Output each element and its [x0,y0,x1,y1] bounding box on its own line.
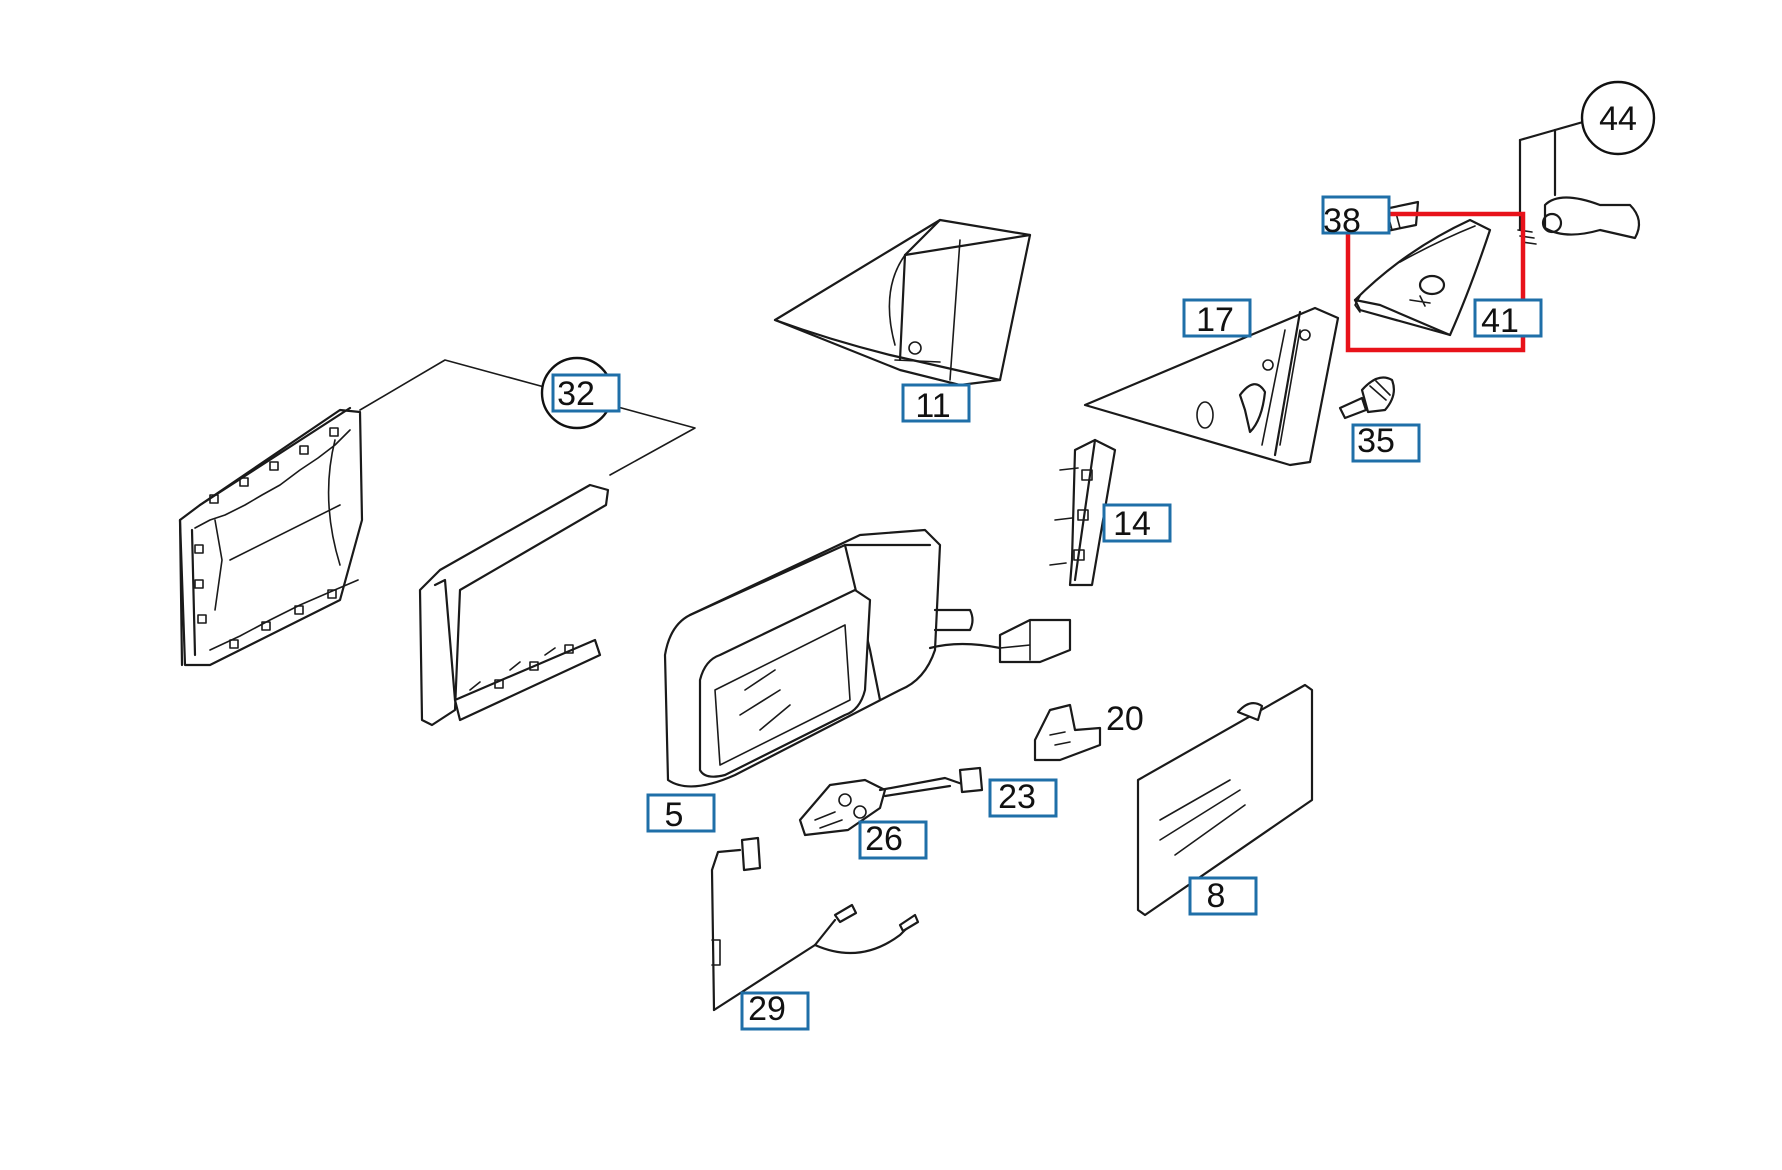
callout-17-text: 17 [1196,301,1234,339]
callout-29[interactable]: 29 [740,990,810,1031]
callout-41-text: 41 [1481,302,1519,340]
callout-8-text: 8 [1207,877,1226,915]
plain-label-20: 20 [1106,700,1144,738]
callout-5-text: 5 [665,796,684,834]
circled-label-44: 44 [1580,80,1656,156]
callout-5[interactable]: 5 [646,793,716,834]
part-8-mirror-glass [1136,683,1314,917]
callout-26-text: 26 [865,820,903,858]
callout-23-text: 23 [998,778,1036,816]
callout-35-text: 35 [1357,422,1395,460]
part-41-cover-cap [1353,218,1492,337]
callout-11-text: 11 [915,387,950,425]
callout-41[interactable]: 41 [1473,298,1543,340]
callout-8[interactable]: 8 [1188,876,1258,916]
circled-label-44-text: 44 [1599,100,1637,138]
part-29-cable-harness [710,836,920,1012]
callout-38-text: 38 [1323,202,1361,240]
part-14-bracket [1049,438,1117,587]
part-11-mirror-shell [773,218,1032,387]
highlight-box-41 [1345,211,1526,353]
part-17-mount-plate [1083,306,1340,467]
callout-14[interactable]: 14 [1102,503,1172,543]
callout-32[interactable]: 32 [551,373,621,413]
callout-32-text: 32 [557,375,595,413]
callout-38[interactable]: 38 [1321,195,1391,240]
callout-29-text: 29 [748,990,786,1028]
callout-14-text: 14 [1113,505,1151,543]
callout-11[interactable]: 11 [901,383,971,425]
part-32-inner-frame [178,359,696,667]
part-32-cover-plate [418,483,610,727]
callout-23[interactable]: 23 [988,778,1058,818]
part-20-connector [1033,703,1102,762]
callout-26[interactable]: 26 [858,820,928,860]
part-5-mirror-housing [663,528,1072,788]
callout-17[interactable]: 17 [1182,298,1252,339]
part-23-wire [878,766,984,798]
part-26-motor [798,778,887,837]
part-35-screw [1338,376,1395,420]
callout-35[interactable]: 35 [1351,422,1421,463]
